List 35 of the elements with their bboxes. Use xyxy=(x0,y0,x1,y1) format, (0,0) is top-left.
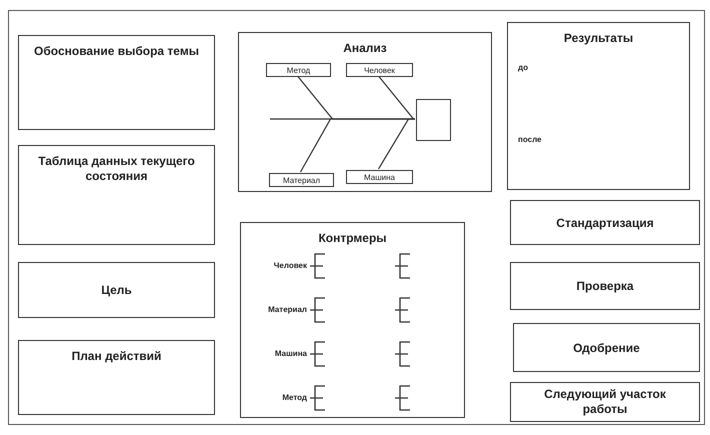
section-title: Следующий участок работы xyxy=(543,387,667,417)
section-title: Таблица данных текущего состояния xyxy=(37,154,196,184)
section-panel xyxy=(238,32,492,192)
section-title: Стандартизация xyxy=(555,216,655,230)
category-label-box: Материал xyxy=(269,173,334,187)
section-panel xyxy=(510,262,700,310)
empty-box xyxy=(416,99,451,141)
section-panel xyxy=(18,262,215,318)
section-title: Анализ xyxy=(342,41,388,56)
bone-line xyxy=(378,76,415,120)
category-label-box: Метод xyxy=(266,63,331,77)
section-title: План действий xyxy=(70,349,162,364)
section-title: Цель xyxy=(100,283,133,298)
section-panel xyxy=(18,340,215,415)
section-panel xyxy=(240,222,465,418)
section-panel xyxy=(18,145,215,245)
spine-line xyxy=(270,118,415,120)
section-panel xyxy=(507,22,690,190)
section-panel xyxy=(513,323,700,372)
section-panel xyxy=(18,35,215,130)
row-label: после xyxy=(518,135,542,144)
section-title: Одобрение xyxy=(572,340,641,356)
category-label-box: Машина xyxy=(346,170,413,184)
category-label-box: Человек xyxy=(346,63,413,77)
row-label: Метод xyxy=(282,393,307,402)
row-label: Машина xyxy=(274,349,307,358)
section-title: Результаты xyxy=(562,31,634,46)
row-label: Человек xyxy=(274,261,307,270)
section-panel xyxy=(510,382,700,422)
row-label: Материал xyxy=(268,305,307,314)
section-title: Контрмеры xyxy=(317,231,388,246)
section-title: Обоснование выбора темы xyxy=(33,44,200,59)
row-label: до xyxy=(518,63,528,72)
section-panel xyxy=(510,200,700,245)
section-title: Проверка xyxy=(575,279,635,294)
